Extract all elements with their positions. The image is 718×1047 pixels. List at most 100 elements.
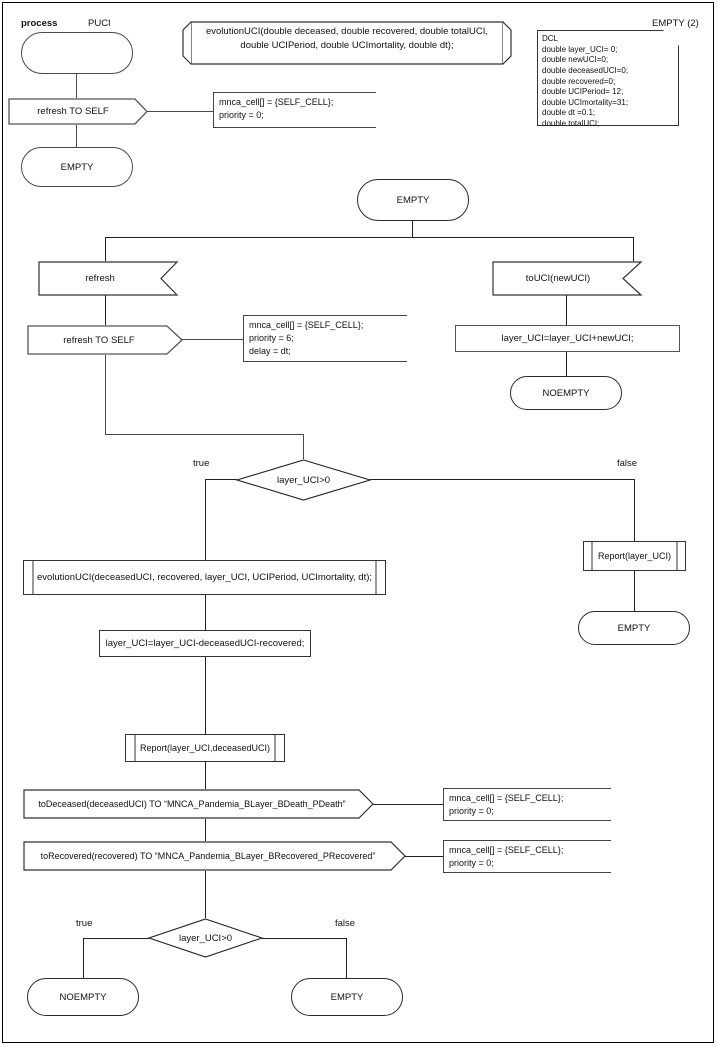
connector-branch-bus — [105, 237, 634, 238]
output-torecovered-label: toRecovered(recovered) TO “MNCA_Pandemia… — [40, 851, 376, 861]
state-empty-initial[interactable]: EMPTY — [21, 147, 133, 187]
procedure-declaration-line2: double UCIPeriod, double UCImortality, d… — [240, 39, 454, 51]
connector-decision2-false-down — [346, 938, 347, 978]
procedure-call-report-layer-label: Report(layer_UCI) — [597, 551, 672, 561]
comment-torecovered-line-0: mnca_cell[] = {SELF_CELL}; — [449, 845, 564, 855]
dcl-line-2: double deceasedUCI=0; — [542, 65, 629, 75]
connector-decision1-true-down — [205, 479, 206, 560]
connector-torecovered-to-decision2 — [205, 871, 206, 918]
input-refresh-label: refresh — [85, 273, 115, 284]
decision-layer-uci-2[interactable] — [147, 918, 264, 958]
connector-output-to-comment-1 — [147, 111, 213, 113]
decision-layer-uci-2-label: layer_UCI>0 — [178, 932, 233, 944]
procedure-declaration-shape[interactable] — [182, 20, 512, 66]
state-empty-false-path-label: EMPTY — [617, 622, 651, 634]
comment-torecovered[interactable]: mnca_cell[] = {SELF_CELL}; priority = 0; — [443, 839, 611, 874]
procedure-declaration-line1: evolutionUCI(double deceased, double rec… — [205, 25, 488, 37]
connector-decision1-false-down — [634, 479, 635, 541]
dcl-line-5: double UCImortality=31; — [542, 97, 629, 107]
decision-1-false-label: false — [617, 458, 638, 469]
state-noempty-final[interactable]: NOEMPTY — [27, 978, 139, 1016]
task-add-newuci[interactable]: layer_UCI=layer_UCI+newUCI; — [455, 325, 680, 352]
connector-todeceased-to-torecovered — [205, 819, 206, 841]
input-touci-label: toUCI(newUCI) — [525, 273, 591, 284]
connector-task-to-noempty — [566, 352, 567, 376]
output-refresh-to-self-start-label: refresh TO SELF — [37, 106, 109, 117]
connector-output-to-state-empty — [76, 125, 78, 147]
dcl-line-3: double recovered=0; — [542, 76, 616, 86]
output-todeceased[interactable] — [23, 789, 374, 819]
procedure-call-report-deceased-label: Report(layer_UCI,deceasedUCI) — [139, 743, 271, 753]
comment-refresh-line-0: mnca_cell[] = {SELF_CELL}; — [249, 320, 364, 330]
page-label: EMPTY (2) — [652, 18, 699, 29]
decision-layer-uci-1[interactable] — [235, 459, 372, 501]
connector-evolution-to-task — [205, 595, 206, 630]
connector-left-down-to-join — [105, 355, 107, 435]
state-noempty-right[interactable]: NOEMPTY — [510, 376, 622, 410]
process-name: PUCI — [88, 18, 111, 29]
state-noempty-right-label: NOEMPTY — [542, 387, 590, 399]
comment-todeceased-line-0: mnca_cell[] = {SELF_CELL}; — [449, 793, 564, 803]
connector-decision1-true — [205, 479, 237, 480]
output-torecovered[interactable] — [23, 841, 406, 871]
comment-todeceased[interactable]: mnca_cell[] = {SELF_CELL}; priority = 0; — [443, 787, 611, 822]
state-empty-initial-label: EMPTY — [60, 161, 94, 173]
state-noempty-final-label: NOEMPTY — [59, 991, 107, 1003]
dcl-title: DCL — [542, 34, 559, 43]
comment-start-output[interactable]: mnca_cell[] = {SELF_CELL}; priority = 0; — [213, 91, 376, 129]
connector-decision1-false — [370, 479, 635, 480]
connector-bus-right-down — [633, 237, 634, 261]
procedure-call-report-layer[interactable] — [583, 541, 686, 571]
task-update-layer-label: layer_UCI=layer_UCI-deceasedUCI-recovere… — [105, 638, 305, 649]
input-touci[interactable] — [492, 261, 643, 296]
dcl-line-6: double dt =0.1; — [542, 108, 596, 118]
connector-refresh-to-output — [105, 295, 106, 325]
state-empty-final[interactable]: EMPTY — [291, 978, 403, 1016]
state-empty-final-label: EMPTY — [330, 991, 364, 1003]
connector-report-to-empty — [634, 571, 635, 611]
decision-layer-uci-1-label: layer_UCI>0 — [276, 474, 331, 486]
connector-decision2-true — [83, 938, 149, 939]
process-keyword: process — [21, 18, 58, 29]
connector-torecovered-to-comment — [405, 856, 443, 857]
decision-1-true-label: true — [193, 458, 210, 469]
output-todeceased-label: toDeceased(deceasedUCI) TO “MNCA_Pandemi… — [38, 799, 346, 809]
state-empty-main[interactable]: EMPTY — [357, 179, 469, 221]
state-start[interactable] — [21, 32, 133, 74]
connector-main-state-down — [412, 221, 413, 237]
comment-refresh-loop[interactable]: mnca_cell[] = {SELF_CELL}; priority = 6;… — [243, 314, 407, 363]
connector-todeceased-to-comment — [373, 804, 443, 805]
procedure-call-report-deceased[interactable] — [125, 734, 285, 762]
connector-bus-left-down — [105, 237, 106, 261]
connector-decision2-false — [262, 938, 347, 939]
decision-2-false-label: false — [335, 918, 356, 929]
comment-start-line-1: priority = 0; — [219, 110, 264, 121]
dcl-line-1: double newUCI=0; — [542, 55, 609, 65]
state-empty-main-label: EMPTY — [396, 194, 430, 206]
output-refresh-to-self-loop[interactable] — [27, 325, 183, 355]
output-refresh-to-self-start[interactable] — [8, 98, 148, 125]
state-empty-false-path[interactable]: EMPTY — [578, 611, 690, 645]
comment-refresh-line-1: priority = 6; — [249, 333, 294, 344]
connector-report-to-outdeceased — [205, 762, 206, 789]
dcl-line-4: double UCIPeriod= 12; — [542, 87, 624, 97]
input-refresh[interactable] — [38, 261, 179, 296]
procedure-call-evolutionuci[interactable] — [23, 560, 386, 595]
task-update-layer[interactable]: layer_UCI=layer_UCI-deceasedUCI-recovere… — [99, 630, 311, 657]
connector-decision2-true-down — [83, 938, 84, 978]
dcl-note[interactable]: DCL double layer_UCI= 0; double newUCI=0… — [537, 30, 679, 128]
task-add-newuci-label: layer_UCI=layer_UCI+newUCI; — [501, 333, 634, 344]
dcl-line-0: double layer_UCI= 0; — [542, 44, 618, 54]
comment-todeceased-line-1: priority = 0; — [449, 806, 494, 817]
connector-join-to-decision — [105, 434, 304, 436]
connector-touci-to-task — [566, 295, 567, 325]
comment-torecovered-line-1: priority = 0; — [449, 858, 494, 869]
connector-start-to-output — [76, 74, 78, 98]
procedure-call-evolutionuci-label: evolutionUCI(deceasedUCI, recovered, lay… — [36, 572, 373, 583]
output-refresh-to-self-loop-label: refresh TO SELF — [63, 334, 135, 346]
dcl-line-7: double totalUCI; — [542, 119, 600, 128]
decision-2-true-label: true — [76, 918, 93, 929]
comment-start-line-0: mnca_cell[] = {SELF_CELL}; — [219, 97, 334, 107]
connector-output-to-comment-2 — [182, 339, 243, 341]
